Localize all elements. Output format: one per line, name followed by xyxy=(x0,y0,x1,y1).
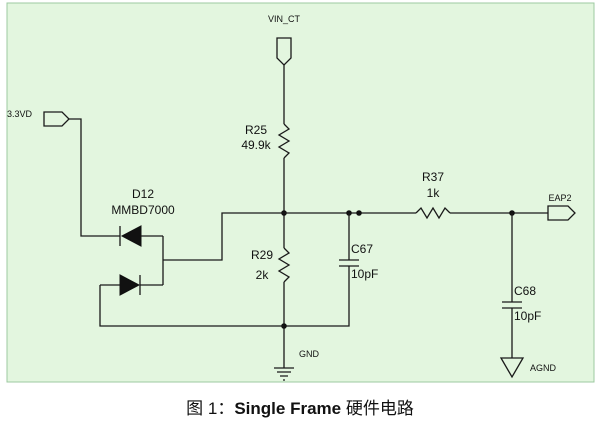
d12-ref: D12 xyxy=(132,187,154,201)
schematic-panel xyxy=(6,2,595,383)
vin-ct-label: VIN_CT xyxy=(268,14,301,24)
eap2-connector xyxy=(547,205,576,221)
figure-caption: 图 1：Single Frame 硬件电路 xyxy=(0,394,600,419)
c68-value: 10pF xyxy=(514,309,541,323)
wire-c67-bottom xyxy=(284,266,350,327)
r37-ref: R37 xyxy=(422,170,444,184)
junction-r37 xyxy=(356,210,362,216)
c67-ref: C67 xyxy=(351,242,373,256)
c67-value: 10pF xyxy=(351,267,378,281)
r25-value: 49.9k xyxy=(241,138,271,152)
r25-ref: R25 xyxy=(245,123,267,137)
agnd-label: AGND xyxy=(530,363,557,373)
gnd-symbol xyxy=(274,367,294,381)
c68-ref: C68 xyxy=(514,284,536,298)
caption-title: Single Frame xyxy=(234,399,342,418)
resistor-r29 xyxy=(277,247,291,283)
v33-connector xyxy=(43,111,70,127)
r37-value: 1k xyxy=(427,186,441,200)
schematic-diagram: VIN_CT R25 49.9k R29 2k GND R37 1k EAP2 … xyxy=(6,2,595,383)
vin-ct-connector xyxy=(276,37,292,66)
wire-v33 xyxy=(69,118,120,237)
resistor-r25 xyxy=(277,123,291,159)
r29-ref: R29 xyxy=(251,248,273,262)
caption-prefix: 图 1： xyxy=(186,399,235,418)
v33-label: 3.3VD xyxy=(7,109,33,119)
wire-d12-ground-loop xyxy=(99,285,284,327)
gnd-label: GND xyxy=(299,349,320,359)
wire-d12-common xyxy=(162,212,284,285)
r29-value: 2k xyxy=(256,268,270,282)
eap2-label: EAP2 xyxy=(548,193,571,203)
resistor-r37 xyxy=(415,206,451,220)
agnd-symbol xyxy=(499,357,525,379)
d12-value: MMBD7000 xyxy=(111,203,175,217)
caption-suffix: 硬件电路 xyxy=(341,399,414,418)
